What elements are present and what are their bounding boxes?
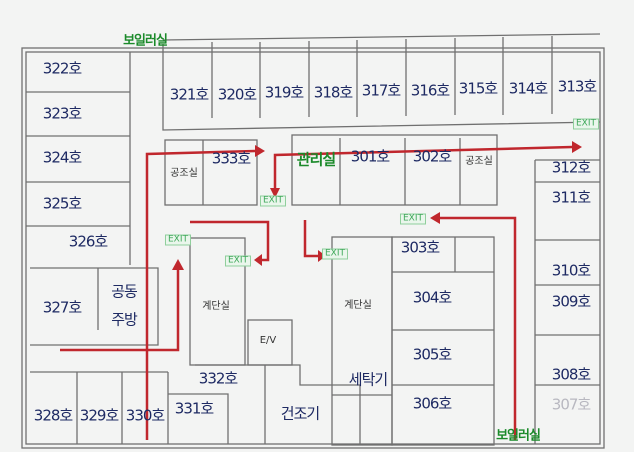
boiler-room-label: 보일러실: [123, 33, 168, 49]
route-arrow: [440, 216, 517, 440]
room-304: 304호: [412, 288, 452, 307]
room-308: 308호: [551, 365, 591, 384]
elevator-label: E/V: [259, 335, 277, 346]
room-325: 325호: [42, 194, 82, 213]
room-333: 333호: [211, 149, 251, 168]
room-328: 328호: [33, 406, 73, 425]
room-331: 331호: [174, 399, 214, 418]
route-arrow: [303, 220, 318, 258]
kitchen-label-1: 공동: [111, 282, 138, 301]
route-arrow: [273, 145, 573, 188]
room-305: 305호: [412, 345, 452, 364]
exit-sign: EXIT: [321, 248, 349, 260]
office-label: 관리실: [296, 150, 336, 169]
room-326: 326호: [68, 232, 108, 251]
aircon-room-label: 공조실: [170, 168, 198, 179]
exit-sign: EXIT: [572, 118, 600, 130]
room-323: 323호: [42, 104, 82, 123]
room-327: 327호: [42, 298, 82, 317]
room-317: 317호: [361, 81, 401, 100]
room-332: 332호: [198, 369, 238, 388]
room-311: 311호: [551, 188, 591, 207]
exit-sign: EXIT: [259, 195, 287, 207]
exit-sign: EXIT: [399, 213, 427, 225]
room-314: 314호: [508, 79, 548, 98]
room-329: 329호: [79, 406, 119, 425]
boiler-room-label: 보일러실: [496, 428, 541, 444]
room-322: 322호: [42, 59, 82, 78]
room-301: 301호: [350, 147, 390, 166]
room-330: 330호: [125, 406, 165, 425]
route-arrowheads: [172, 141, 582, 270]
room-302: 302호: [412, 147, 452, 166]
room-316: 316호: [410, 81, 450, 100]
room-312: 312호: [551, 158, 591, 177]
washer-label: 세탁기: [348, 370, 388, 389]
walls: [21, 33, 605, 449]
route-arrow: [145, 149, 256, 440]
exit-sign: EXIT: [164, 234, 192, 246]
route-arrow: [60, 270, 180, 352]
exit-sign: EXIT: [224, 255, 252, 267]
room-319: 319호: [264, 83, 304, 102]
dryer-label: 건조기: [280, 404, 320, 423]
room-307: 307호: [551, 395, 591, 414]
room-306: 306호: [412, 394, 452, 413]
top-room-dividers: [211, 36, 553, 118]
room-318: 318호: [313, 83, 353, 102]
room-313: 313호: [557, 77, 597, 96]
outer-wall: [21, 47, 605, 449]
room-310: 310호: [551, 261, 591, 280]
room-320: 320호: [217, 85, 257, 104]
room-324: 324호: [42, 148, 82, 167]
aircon-room-label: 공조실: [465, 156, 493, 167]
room-309: 309호: [551, 292, 591, 311]
stairwell-label: 계단실: [344, 300, 372, 311]
room-321: 321호: [169, 85, 209, 104]
room-315: 315호: [458, 79, 498, 98]
route-arrow: [190, 220, 270, 262]
evacuation-routes: [60, 145, 573, 440]
kitchen-label-2: 주방: [111, 310, 138, 329]
room-303: 303호: [400, 238, 440, 257]
stairwell-label: 계단실: [202, 301, 230, 312]
